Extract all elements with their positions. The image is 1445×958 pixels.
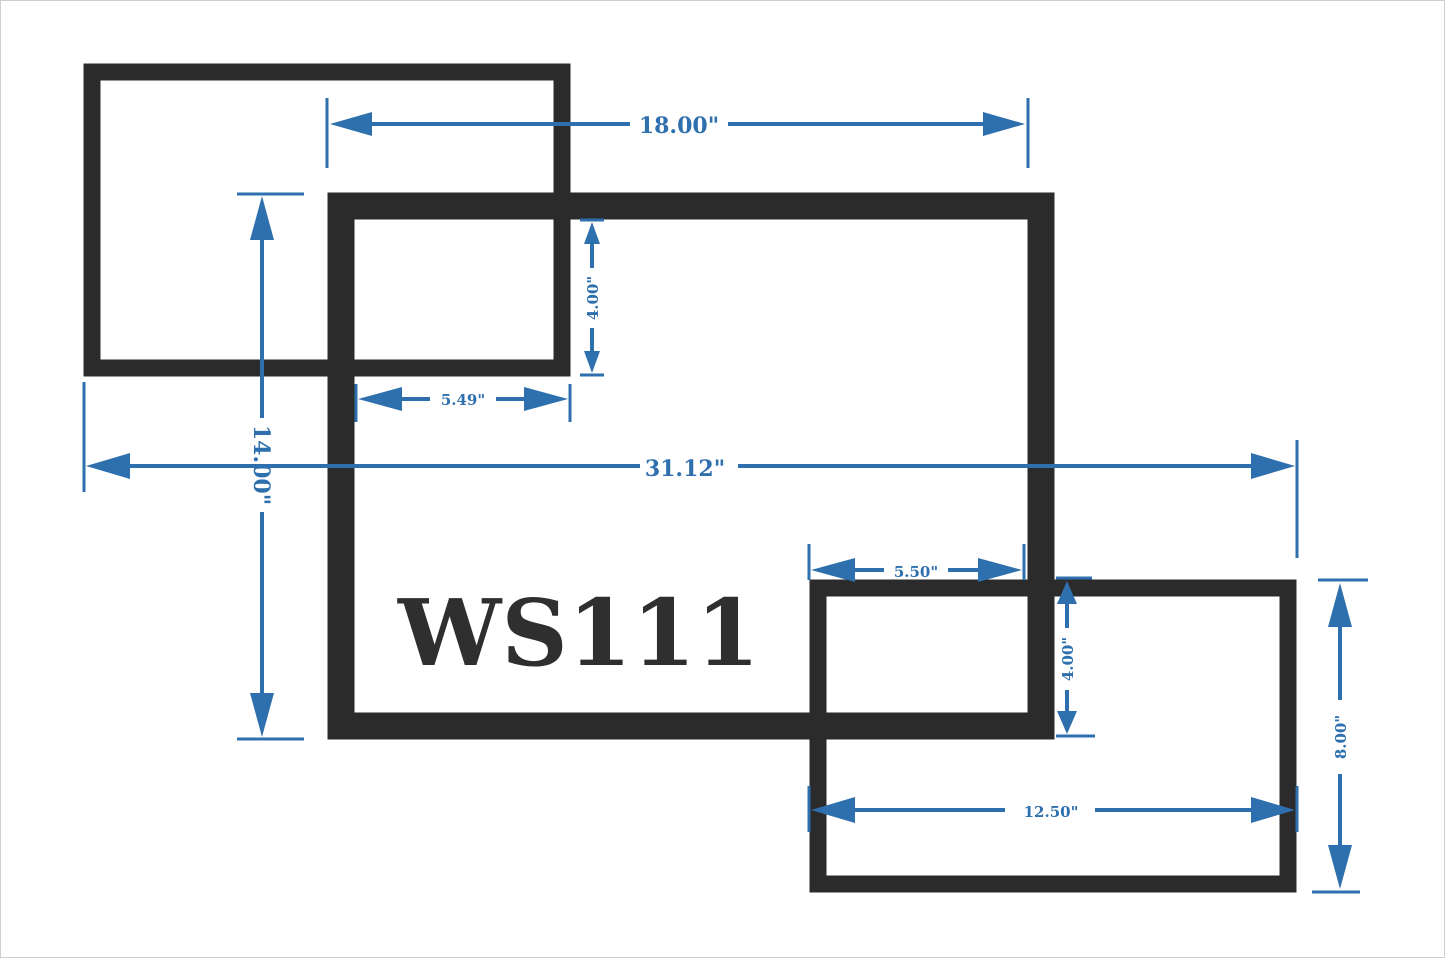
dimension-overlap-height-top: 4.00" [580, 218, 604, 377]
dimension-label-overlap-width-top: 5.49" [441, 391, 485, 409]
dimension-label-overlap-height-bottom: 4.00" [1059, 637, 1077, 681]
dimension-label-total-width: 31.12" [645, 456, 725, 482]
dimension-overlap-height-bottom: 4.00" [1056, 576, 1095, 738]
dimension-bottom-frame-width: 12.50" [807, 786, 1299, 832]
dimension-label-total-height-center: 14.00" [248, 425, 274, 505]
dimension-total-height-center: 14.00" [237, 192, 304, 741]
dimension-label-top-width: 18.00" [639, 113, 719, 139]
top-left-frame [83, 63, 571, 377]
dimension-label-overlap-width-bottom: 5.50" [894, 563, 938, 581]
dimension-overlap-width-bottom: 5.50" [807, 544, 1026, 582]
model-label: WS111 [397, 579, 760, 687]
dimension-top-width: 18.00" [325, 98, 1030, 168]
dimension-label-overlap-height-top: 4.00" [584, 276, 602, 320]
dimension-bottom-frame-height: 8.00" [1312, 578, 1368, 894]
dimension-overlap-width-top: 5.49" [354, 384, 572, 422]
dimension-label-bottom-frame-height: 8.00" [1332, 715, 1350, 759]
dimension-total-width: 31.12" [82, 382, 1299, 558]
dimension-label-bottom-frame-width: 12.50" [1024, 803, 1079, 821]
bottom-right-frame [809, 579, 1297, 893]
